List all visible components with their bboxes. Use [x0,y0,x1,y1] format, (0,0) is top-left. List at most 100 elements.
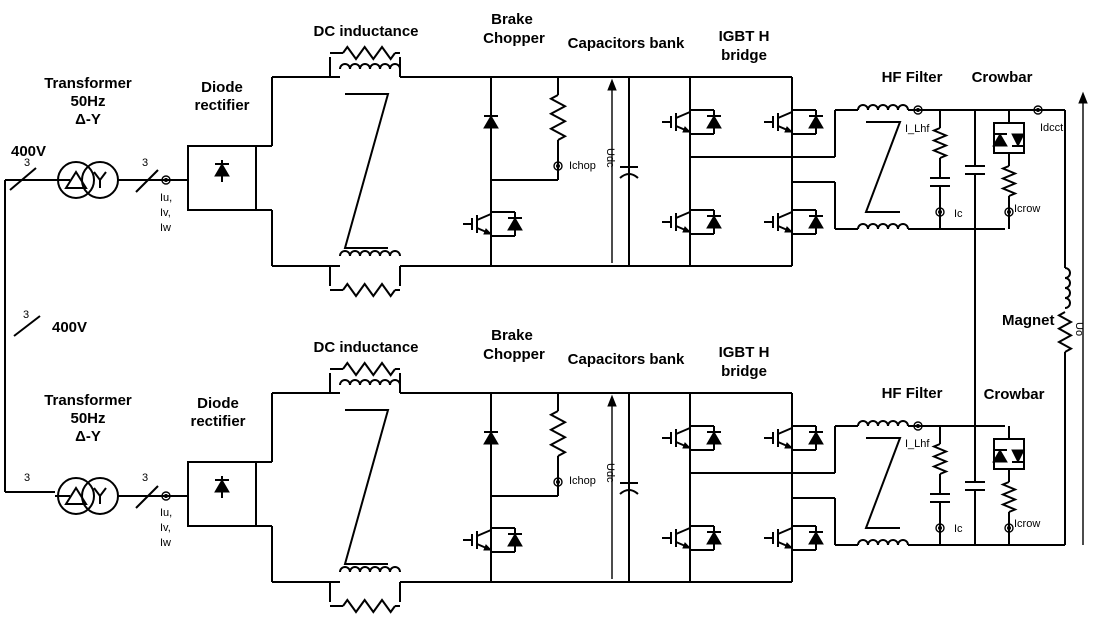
output-stage: Idcct Magnet Uo [974,91,1088,546]
dc-inductor-resistor [342,361,396,377]
current-iw: Iw [160,222,171,234]
udc-label: Udc [604,148,616,168]
crowbar-resistor [1000,165,1018,197]
crowbar-resistor [1000,481,1018,513]
idcct-probe [1033,105,1043,115]
hf-filter-coil-bottom [857,223,909,230]
hf-damping-resistor [931,127,949,159]
ic-label: Ic [954,208,963,220]
hf-filter-label: HF Filter [882,69,943,86]
inductance-z-symbol [343,409,390,565]
dc-inductance-label: DC inductance [313,339,418,356]
bridge-igbt [764,420,824,456]
chopper-igbt [463,522,523,558]
uo-label: Uo [1073,322,1085,336]
transformer-label: Transformer [44,75,132,92]
i-lhf-label: I_Lhf [905,123,930,135]
diode-rectifier-label-2: rectifier [190,413,245,430]
chopper-diode [483,115,499,129]
transformer-frequency: 50Hz [70,93,105,110]
capacitor-symbol [619,166,639,179]
chopper-diode [483,431,499,445]
i-lhf-probe [913,105,923,115]
brake-chopper-label-2: Chopper [483,30,545,47]
hf-z-symbol [864,121,902,213]
dc-inductance-label: DC inductance [313,23,418,40]
dc-inductor-coil [339,63,401,70]
hf-capacitor [965,481,985,491]
phases-in-count: 3 [24,157,30,169]
diode-rectifier-label: Diode [197,395,239,412]
transformer-symbol [57,161,119,199]
mains-voltage-label: 400V [11,143,46,160]
icrow-probe [1004,523,1014,533]
transformer-connection: Δ-Y [75,111,101,128]
crowbar-label: Crowbar [984,386,1045,403]
idcct-label: Idcct [1040,122,1063,134]
hf-filter-coil-top [857,420,909,427]
transformer-frequency: 50Hz [70,410,105,427]
hf-filter-coil-bottom [857,539,909,546]
phase-slash-out [135,485,159,509]
dc-inductor-coil [339,250,401,257]
igbt-bridge-label-2: bridge [721,363,767,380]
hf-damping-resistor [931,443,949,475]
phases-in-count: 3 [24,472,30,484]
ichop-label: Ichop [569,160,596,172]
brake-chopper-label: Brake [491,11,533,28]
udc-label: Udc [604,463,616,483]
current-iu: Iu, [160,507,172,519]
ichop-label: Ichop [569,475,596,487]
dc-inductor-resistor [342,45,396,61]
dc-inductor-resistor [342,282,396,298]
current-probe-iabc [161,491,171,501]
crowbar-diode [992,133,1008,147]
i-lhf-label: I_Lhf [905,438,930,450]
brake-chopper-label-2: Chopper [483,346,545,363]
capacitors-bank-label: Capacitors bank [568,351,685,368]
phases-out-count: 3 [142,472,148,484]
bridge-igbt [662,204,722,240]
hf-damping-capacitor [930,493,950,503]
diode-rectifier-box [187,145,257,211]
channel-2: Transformer 50Hz Δ-Y 3 3 Iu, Iv, Iw Diod… [24,327,1045,614]
bridge-igbt [662,104,722,140]
current-iw: Iw [160,537,171,549]
chopper-resistor [548,410,568,457]
bridge-igbt [764,104,824,140]
igbt-bridge-label: IGBT H [719,344,770,361]
icrow-label: Icrow [1014,518,1040,530]
bridge-igbt [764,520,824,556]
phases-out-count: 3 [142,157,148,169]
dc-inductor-coil [339,379,401,386]
current-iv: Iv, [160,207,171,219]
mains-bus [4,167,55,493]
current-iv: Iv, [160,522,171,534]
ic-probe [935,207,945,217]
diode-rectifier-box [187,461,257,527]
chopper-igbt [463,206,523,242]
i-lhf-probe [913,421,923,431]
transformer-label: Transformer [44,392,132,409]
current-iu: Iu, [160,192,172,204]
ichop-probe [553,161,563,171]
bridge-igbt [764,204,824,240]
current-probe-iabc [161,175,171,185]
chopper-resistor [548,94,568,141]
magnet-inductance [1064,267,1071,309]
mains-phase-count: 3 [23,309,29,321]
inductance-z-symbol [343,93,390,249]
hf-damping-capacitor [930,177,950,187]
hf-capacitor [965,165,985,175]
magnet-resistance [1056,311,1074,353]
capacitor-symbol [619,482,639,495]
hf-filter-coil-top [857,104,909,111]
igbt-bridge-label-2: bridge [721,47,767,64]
bridge-igbt [662,420,722,456]
crowbar-label: Crowbar [972,69,1033,86]
magnet-label: Magnet [1002,312,1055,329]
mains-phase-slash [13,315,41,337]
bridge-igbt [662,520,722,556]
hf-filter-label: HF Filter [882,385,943,402]
